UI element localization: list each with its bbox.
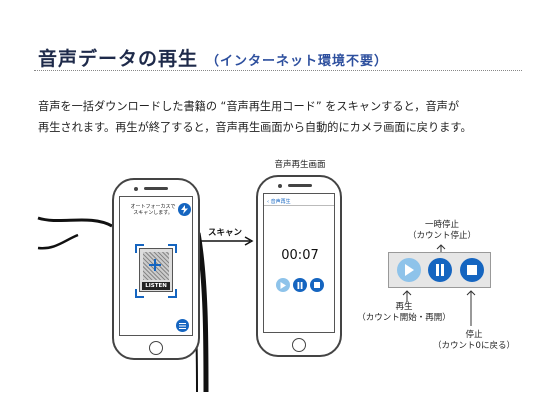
description: 音声を一括ダウンロードした書籍の “音声再生用コード” をスキャンすると，音声が… [38, 96, 528, 138]
flash-icon [181, 205, 188, 214]
phone-camera [278, 184, 282, 188]
title-divider [34, 70, 522, 71]
description-line-1: 音声を一括ダウンロードした書籍の “音声再生用コード” をスキャンすると，音声が [38, 100, 460, 113]
title-text: 音声データの再生 [38, 48, 199, 70]
scan-phone: オートフォーカスで スキャンします。 LISTEN [112, 178, 200, 360]
play-button-large[interactable] [397, 258, 421, 282]
phone-speaker [288, 184, 312, 187]
pause-button[interactable] [293, 278, 307, 292]
stop-pointer-arrow [466, 290, 476, 326]
list-button[interactable] [176, 319, 189, 332]
scan-arrow [200, 236, 254, 246]
play-button[interactable] [276, 278, 290, 292]
code-pattern [143, 252, 169, 280]
pause-button-large[interactable] [428, 258, 452, 282]
pause-icon [436, 264, 444, 276]
home-button[interactable] [149, 341, 163, 355]
list-icon [179, 322, 186, 329]
phone-speaker [144, 187, 168, 190]
player-phone: ‹ 音声再生 00:07 [256, 175, 342, 357]
player-screen-caption: 音声再生画面 [274, 160, 326, 170]
listen-logo: LISTEN [142, 282, 170, 290]
player-screen: ‹ 音声再生 00:07 [263, 193, 335, 333]
elapsed-time: 00:07 [281, 248, 319, 263]
controls-panel [388, 252, 491, 288]
pause-description: 一時停止 （カウント停止） [407, 220, 476, 241]
phone-camera [134, 187, 138, 191]
pause-icon [297, 281, 303, 289]
stop-icon [314, 282, 320, 288]
description-line-2: 再生されます。再生が終了すると，音声再生画面から自動的にカメラ画面に戻ります。 [38, 121, 472, 134]
nav-divider [264, 205, 334, 206]
play-description: 再生 （カウント開始・再開） [357, 302, 451, 323]
home-button[interactable] [292, 338, 306, 352]
flash-button[interactable] [178, 203, 191, 216]
page-title: 音声データの再生 （インターネット環境不要） [38, 44, 388, 71]
back-button[interactable]: ‹ 音声再生 [267, 199, 291, 205]
scan-screen: オートフォーカスで スキャンします。 LISTEN [119, 196, 193, 336]
stop-description: 停止 （カウント0に戻る） [433, 330, 515, 351]
stop-button[interactable] [310, 278, 324, 292]
title-subtitle: （インターネット環境不要） [206, 54, 389, 69]
stop-button-large[interactable] [460, 258, 484, 282]
scan-action-label: スキャン [208, 228, 243, 238]
play-pointer-arrow [402, 290, 412, 302]
crosshair-icon [149, 259, 161, 271]
play-icon [405, 264, 414, 276]
play-icon [280, 281, 286, 289]
scan-frame [135, 244, 177, 298]
listen-code: LISTEN [139, 248, 173, 292]
stop-icon [467, 265, 477, 275]
scan-hint: オートフォーカスで スキャンします。 [130, 204, 176, 216]
